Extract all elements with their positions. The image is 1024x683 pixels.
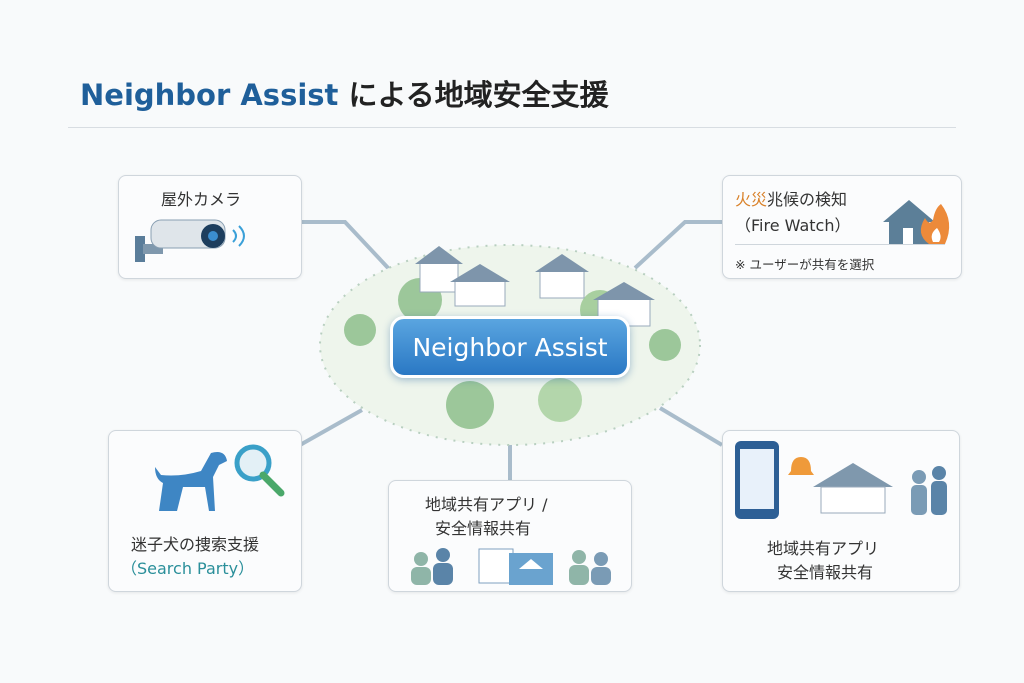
card-community-app-right: 地域共有アプリ 安全情報共有 bbox=[722, 430, 960, 592]
card-label: 火災兆候の検知 bbox=[735, 186, 847, 210]
title-rest: による地域安全支援 bbox=[348, 78, 609, 112]
security-camera-icon bbox=[135, 219, 245, 262]
card-note: ※ ユーザーが共有を選択 bbox=[735, 257, 875, 272]
neighbor-assist-hub: Neighbor Assist bbox=[390, 316, 630, 378]
card-label: 迷子犬の捜索支援 bbox=[131, 535, 260, 554]
card-sublabel: （Fire Watch） bbox=[735, 216, 851, 235]
connector-fire bbox=[633, 220, 722, 270]
title-brand: Neighbor Assist bbox=[80, 78, 339, 112]
neighborhood-illustration bbox=[344, 246, 681, 429]
community-people-icon bbox=[411, 548, 611, 585]
connector-app-right bbox=[658, 406, 724, 447]
house-fire-icon bbox=[883, 200, 950, 244]
card-sublabel: （Search Party） bbox=[121, 559, 255, 578]
connector-camera bbox=[300, 220, 392, 272]
label-accent: 火災 bbox=[735, 190, 768, 209]
divider bbox=[735, 244, 945, 245]
card-search-party: 迷子犬の捜索支援 （Search Party） bbox=[108, 430, 302, 592]
card-label: 地域共有アプリ bbox=[767, 539, 880, 558]
card-fire-watch: 火災兆候の検知 （Fire Watch） ※ ユーザーが共有を選択 bbox=[722, 175, 962, 279]
card-outdoor-camera: 屋外カメラ bbox=[118, 175, 302, 279]
divider bbox=[68, 127, 956, 128]
card-community-app: 地域共有アプリ / 安全情報共有 bbox=[388, 480, 632, 592]
card-label: 地域共有アプリ / bbox=[425, 495, 548, 514]
phone-alert-house-icon bbox=[735, 441, 947, 519]
card-label-2: 安全情報共有 bbox=[435, 519, 532, 538]
dog-magnifier-icon bbox=[155, 444, 285, 511]
connector-dog bbox=[299, 408, 363, 447]
card-label-2: 安全情報共有 bbox=[777, 563, 874, 582]
card-label: 屋外カメラ bbox=[161, 190, 242, 209]
label-rest: 兆候の検知 bbox=[767, 190, 848, 209]
page-title: Neighbor Assist による地域安全支援 bbox=[80, 72, 609, 114]
